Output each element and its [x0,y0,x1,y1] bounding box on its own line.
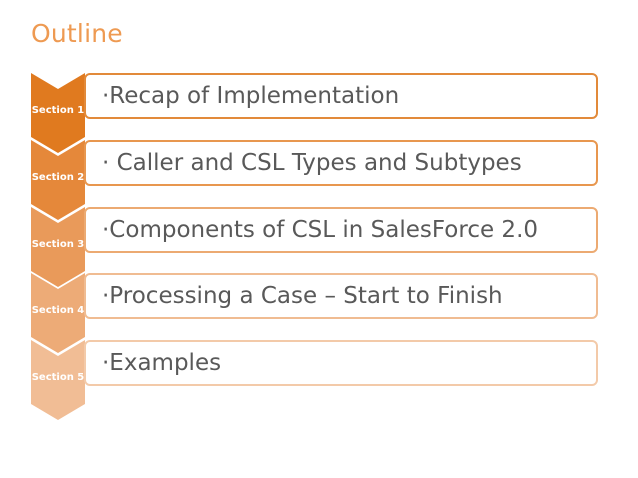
section-label: Section 2 [31,172,85,183]
section-chevron [31,73,85,153]
section-chevron [31,273,85,353]
section-label: Section 5 [31,372,85,383]
outline-item-text: · Caller and CSL Types and Subtypes [102,150,522,176]
outline-item-text: ·Examples [102,350,222,376]
section-chevron [31,340,85,420]
outline-item-box: ·Processing a Case – Start to Finish [84,273,598,319]
outline-item-section-2: Section 2 · Caller and CSL Types and Sub… [31,140,602,220]
outline-item-section-4: Section 4 ·Processing a Case – Start to … [31,273,602,353]
outline-item-box: · Caller and CSL Types and Subtypes [84,140,598,186]
outline-item-box: ·Examples [84,340,598,386]
outline-item-box: ·Recap of Implementation [84,73,598,119]
outline-item-section-3: Section 3 ·Components of CSL in SalesFor… [31,207,602,287]
section-chevron [31,140,85,220]
section-label: Section 4 [31,305,85,316]
outline-item-text: ·Recap of Implementation [102,83,400,109]
section-label: Section 1 [31,105,85,116]
outline-item-text: ·Processing a Case – Start to Finish [102,283,503,309]
outline-item-section-1: Section 1 ·Recap of Implementation [31,73,602,153]
section-label: Section 3 [31,239,85,250]
outline-item-text: ·Components of CSL in SalesForce 2.0 [102,217,539,243]
outline-item-section-5: Section 5 ·Examples [31,340,602,420]
section-chevron [31,207,85,287]
outline-item-box: ·Components of CSL in SalesForce 2.0 [84,207,598,253]
slide-title: Outline [31,19,123,48]
